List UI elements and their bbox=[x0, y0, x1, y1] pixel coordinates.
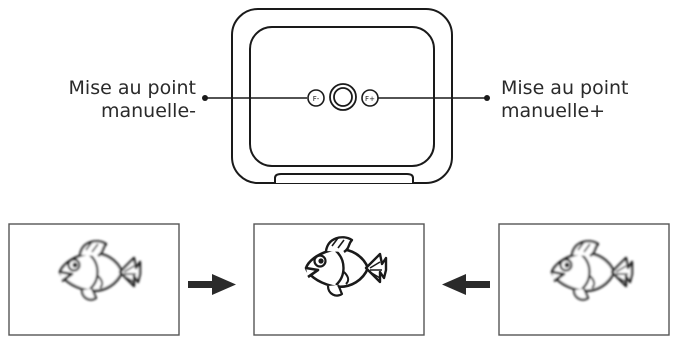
focus-minus-label-line2: manuelle- bbox=[100, 100, 196, 122]
focus-plus-label-line2: manuelle+ bbox=[501, 100, 606, 122]
arrow-right-icon bbox=[188, 274, 236, 295]
focus-plus-symbol: F+ bbox=[365, 95, 375, 103]
focus-minus-label-line1: Mise au point bbox=[68, 77, 196, 99]
focus-plus-label: Mise au point manuelle+ bbox=[501, 77, 671, 123]
center-button[interactable] bbox=[329, 83, 357, 111]
focus-minus-label: Mise au point manuelle- bbox=[0, 77, 196, 123]
image-panel-blurry-right bbox=[498, 223, 670, 336]
leader-dot-minus bbox=[202, 95, 208, 101]
focus-plus-button[interactable]: F+ bbox=[361, 89, 379, 107]
image-panel-blurry-left bbox=[8, 223, 180, 336]
image-panel-sharp bbox=[253, 223, 425, 336]
focus-minus-button[interactable]: F- bbox=[307, 89, 325, 107]
arrow-left-icon bbox=[442, 274, 490, 295]
leader-dot-plus bbox=[484, 95, 490, 101]
focus-plus-label-line1: Mise au point bbox=[501, 77, 629, 99]
focus-minus-symbol: F- bbox=[313, 95, 320, 103]
